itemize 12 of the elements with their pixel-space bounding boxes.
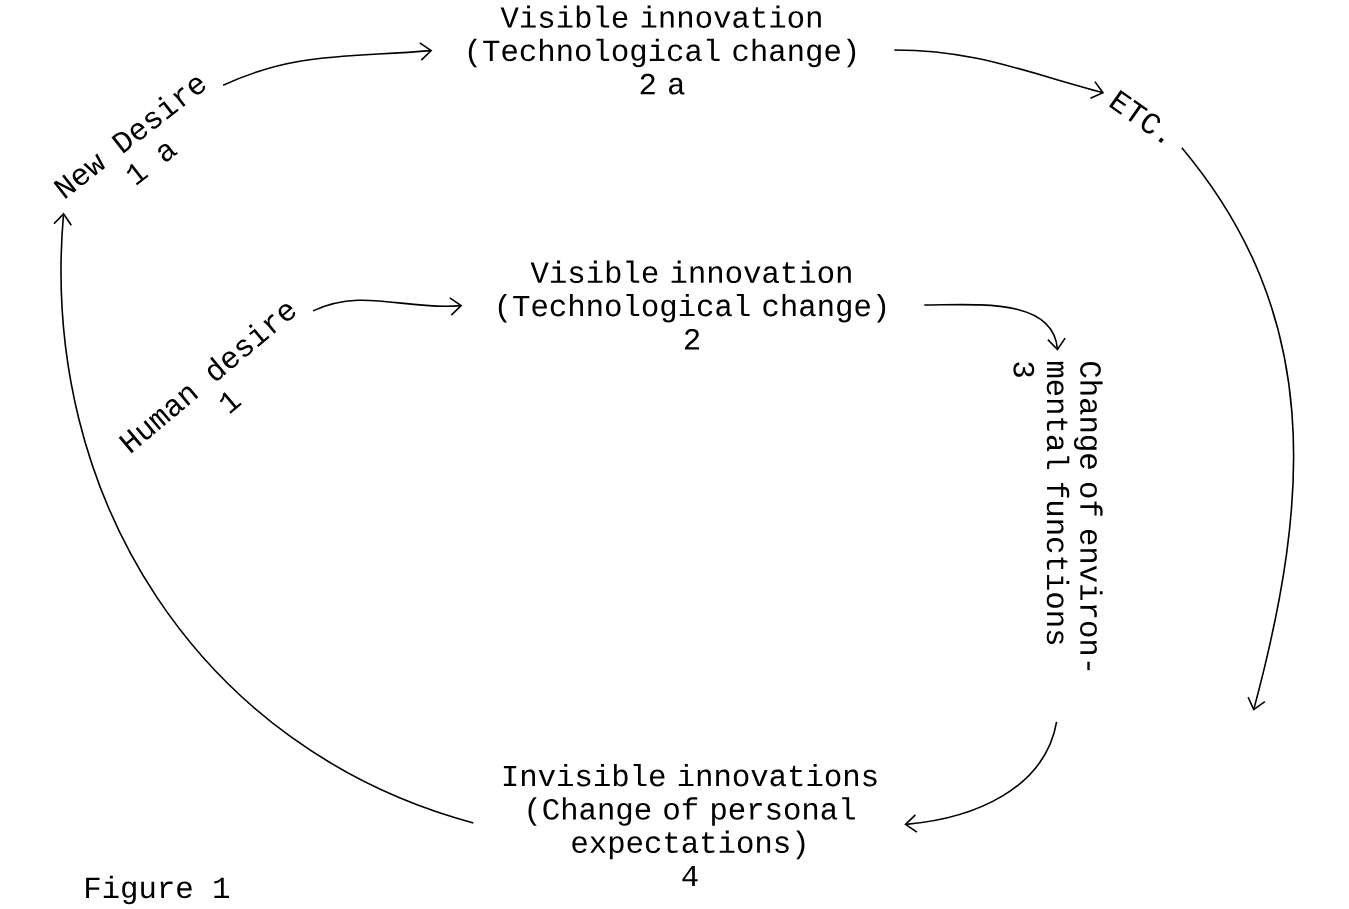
arrow: [53, 212, 475, 824]
diagram-label: Change of environ- mental functions 3: [1013, 361, 1103, 671]
diagram-label: Visible innovation (Technological change) 2 a: [468, 5, 856, 95]
arrow: [923, 303, 1066, 351]
arrow: [904, 721, 1058, 833]
arrow: [222, 42, 433, 87]
figure-caption: Figure 1: [86, 875, 229, 905]
arrow: [312, 297, 463, 316]
arrow: [893, 49, 1105, 100]
arrow: [1181, 146, 1295, 711]
diagram-label: Visible innovation (Technological change) 2: [498, 260, 886, 350]
diagram-label: Invisible innovations (Change of personal expectations) 4: [503, 763, 877, 887]
